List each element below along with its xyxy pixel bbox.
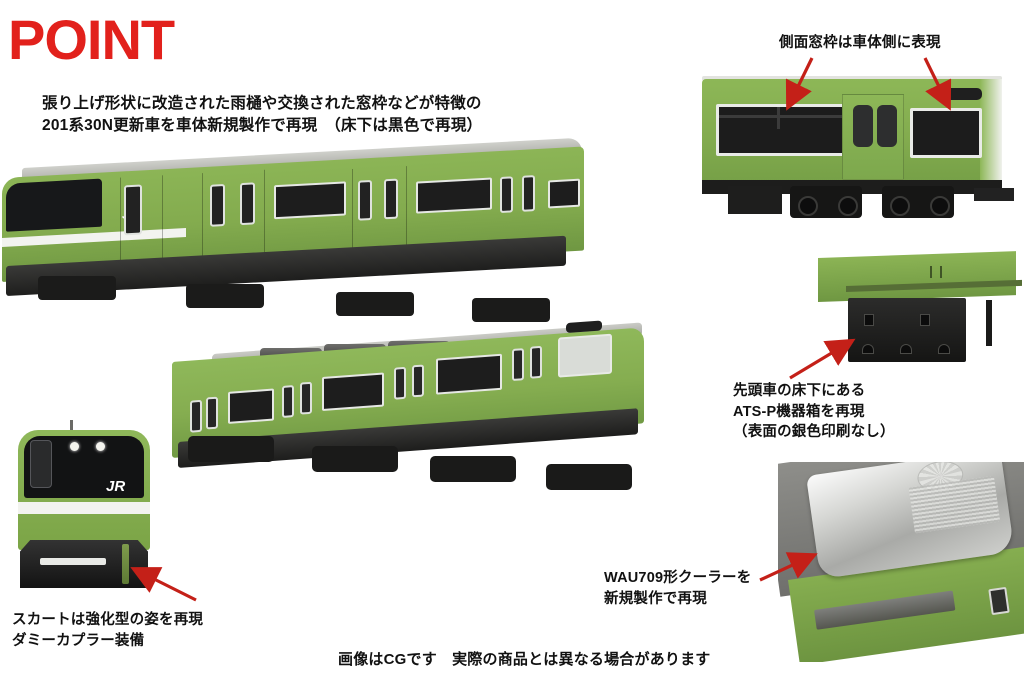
side-window-right	[910, 108, 982, 158]
arrow-to-right-window	[923, 57, 952, 111]
bogie	[472, 298, 550, 322]
arrow-to-left-window	[785, 57, 814, 111]
passenger-door	[842, 94, 904, 180]
side-window-left	[716, 104, 846, 156]
dummy-coupler	[122, 544, 129, 584]
annotation-ats-box: 先頭車の床下にある ATS-P機器箱を再現 （表面の銀色印刷なし）	[733, 383, 895, 441]
headlight	[70, 442, 79, 451]
door-window	[853, 105, 873, 147]
bogie	[430, 456, 516, 482]
bogie	[186, 284, 264, 308]
headlight	[96, 442, 105, 451]
white-stripe	[18, 502, 150, 514]
door-hinge	[930, 266, 932, 278]
arrow-to-skirt	[130, 567, 197, 602]
train-main-threequarter-view: JR	[0, 137, 600, 328]
page-title: POINT	[8, 8, 175, 71]
window-sash	[719, 115, 843, 118]
ats-p-box-detail	[818, 251, 1024, 370]
box-mount	[938, 344, 950, 354]
wheel	[838, 196, 858, 216]
door-hinge	[940, 266, 942, 278]
car-end-wall	[980, 79, 1002, 182]
box-latch	[864, 314, 874, 326]
wheel	[890, 196, 910, 216]
annotation-cooler: WAU709形クーラーを 新規製作で再現	[604, 570, 752, 607]
ats-p-equipment-box	[848, 298, 966, 362]
arrow-to-ats-box	[789, 338, 856, 380]
bogie	[336, 292, 414, 316]
bogie	[312, 446, 398, 472]
wheel	[930, 196, 950, 216]
bogie	[546, 464, 632, 490]
window-sash	[777, 107, 780, 129]
headline-text: 張り上げ形状に改造された雨樋や交換された窓枠などが特徴の 201系30N更新車を…	[42, 95, 483, 135]
box-mount	[862, 344, 874, 354]
underfloor-pipe	[986, 300, 992, 346]
annotation-skirt: スカートは強化型の姿を再現 ダミーカプラー装備	[12, 612, 204, 649]
cg-disclaimer: 画像はCGです 実際の商品とは異なる場合があります	[338, 651, 711, 668]
bogie	[188, 436, 274, 462]
bogie	[38, 276, 116, 300]
cab-side-window	[30, 440, 52, 488]
train-mid-angled-view	[172, 320, 682, 490]
roof-edge	[702, 76, 1002, 81]
car-side-view-detail	[694, 68, 1014, 223]
door-window	[877, 105, 897, 147]
jr-logo: JR	[106, 478, 126, 495]
train-front-view: JR	[10, 420, 160, 600]
annotation-side-window: 側面窓枠は車体側に表現	[779, 35, 941, 51]
underfloor-equipment-box	[728, 186, 782, 214]
box-latch	[920, 314, 930, 326]
wheel	[798, 196, 818, 216]
arrow-to-cooler	[759, 552, 818, 582]
skirt-opening	[40, 558, 106, 565]
box-mount	[900, 344, 912, 354]
roof-mast	[70, 420, 73, 432]
coupler	[974, 188, 1014, 201]
